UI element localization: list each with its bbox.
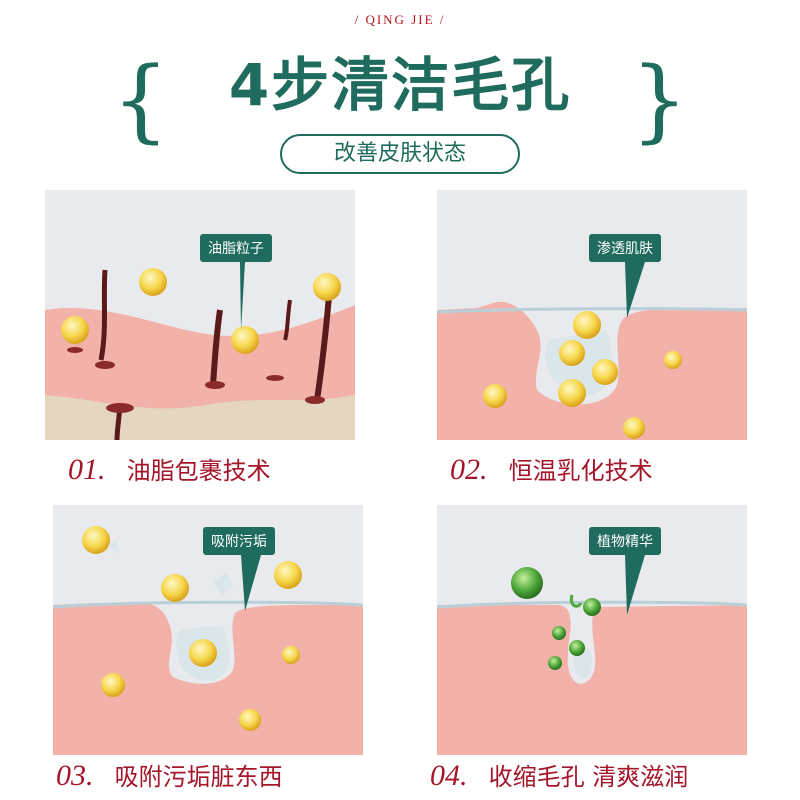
header: / QING JIE / { 4步清洁毛孔 } 改善皮肤状态	[0, 0, 800, 190]
step-2-caption: 02. 恒温乳化技术	[450, 450, 653, 490]
left-brace-decoration: {	[112, 48, 170, 153]
tag-plant-essence: 植物精华	[589, 527, 661, 555]
step-2-label: 恒温乳化技术	[508, 457, 653, 485]
tag-penetrate-skin: 渗透肌肤	[589, 234, 661, 262]
step-2-illustration: 渗透肌肤	[437, 190, 747, 440]
step-3-number: 03.	[56, 759, 94, 792]
step-1-number: 01.	[68, 453, 106, 486]
adsorb-dirt-illustration	[53, 526, 363, 755]
step-4-illustration: 植物精华	[437, 505, 747, 755]
plant-essence-illustration	[437, 567, 747, 755]
page-title: 4步清洁毛孔	[228, 51, 572, 119]
step-1-caption: 01. 油脂包裹技术	[68, 450, 271, 490]
step-1-label: 油脂包裹技术	[126, 457, 271, 485]
step-3-label: 吸附污垢脏东西	[114, 763, 283, 791]
subtitle-en: / QING JIE /	[354, 12, 446, 27]
tag-adsorb-dirt: 吸附污垢	[203, 527, 275, 555]
step-2-number: 02.	[450, 453, 488, 486]
emulsify-illustration	[437, 301, 747, 440]
tag-oil-particles: 油脂粒子	[200, 234, 272, 262]
badge-pill: 改善皮肤状态	[280, 134, 520, 174]
step-1-illustration: 油脂粒子	[45, 190, 355, 440]
oil-wrap-illustration	[45, 268, 355, 440]
step-4-label: 收缩毛孔 清爽滋润	[488, 763, 689, 791]
right-brace-decoration: }	[630, 48, 688, 153]
step-3-illustration: 吸附污垢	[53, 505, 363, 755]
step-4-number: 04.	[430, 759, 468, 792]
step-4-caption: 04. 收缩毛孔 清爽滋润	[430, 756, 688, 796]
step-3-caption: 03. 吸附污垢脏东西	[56, 756, 283, 796]
